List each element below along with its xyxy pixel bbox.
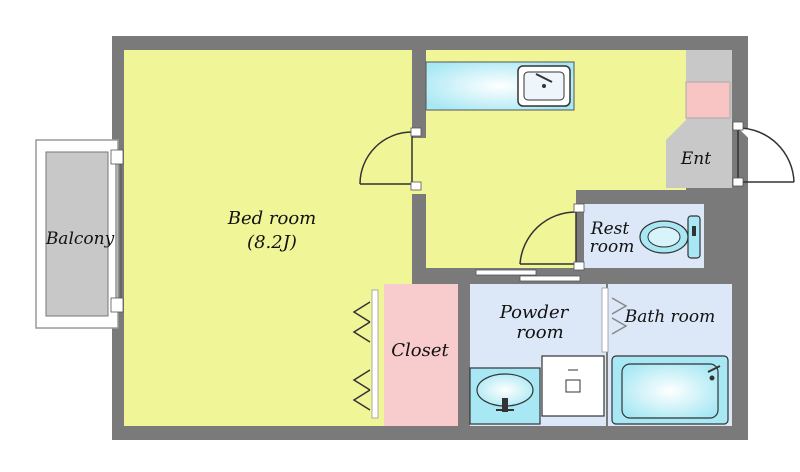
- rest-room-label-line2: room: [590, 237, 635, 257]
- washbasin-icon: [469, 367, 541, 425]
- folding-door-icon: [601, 287, 628, 353]
- bedroom-label: Bed room: [227, 208, 316, 229]
- door-swing-icon: [359, 127, 422, 191]
- sink-icon: [425, 61, 575, 111]
- toilet-icon: [639, 215, 701, 259]
- balcony-label: Balcony: [45, 229, 115, 249]
- entrance-door-icon: [732, 121, 795, 187]
- entrance-area: [666, 50, 732, 188]
- rest-room-label-line1: Rest: [590, 219, 630, 239]
- sliding-door-icon: [475, 269, 581, 282]
- laundry-space-icon: [541, 355, 605, 417]
- entrance-label: Ent: [680, 149, 711, 169]
- bath-room-label: Bath room: [624, 307, 716, 327]
- bedroom-size: (8.2J): [247, 232, 297, 253]
- balcony-area: [35, 139, 119, 329]
- powder-room-label-line2: room: [516, 322, 563, 343]
- closet-door-icon: [352, 289, 379, 419]
- bedroom-floor: [124, 50, 412, 426]
- rest-room-door-icon: [519, 203, 585, 271]
- closet-floor: [384, 284, 458, 426]
- balcony-window-icon: [110, 149, 124, 313]
- bathtub-icon: [611, 355, 729, 425]
- shoe-box: [685, 81, 731, 119]
- closet-label: Closet: [391, 340, 449, 361]
- powder-room-label-line1: Powder: [499, 302, 570, 323]
